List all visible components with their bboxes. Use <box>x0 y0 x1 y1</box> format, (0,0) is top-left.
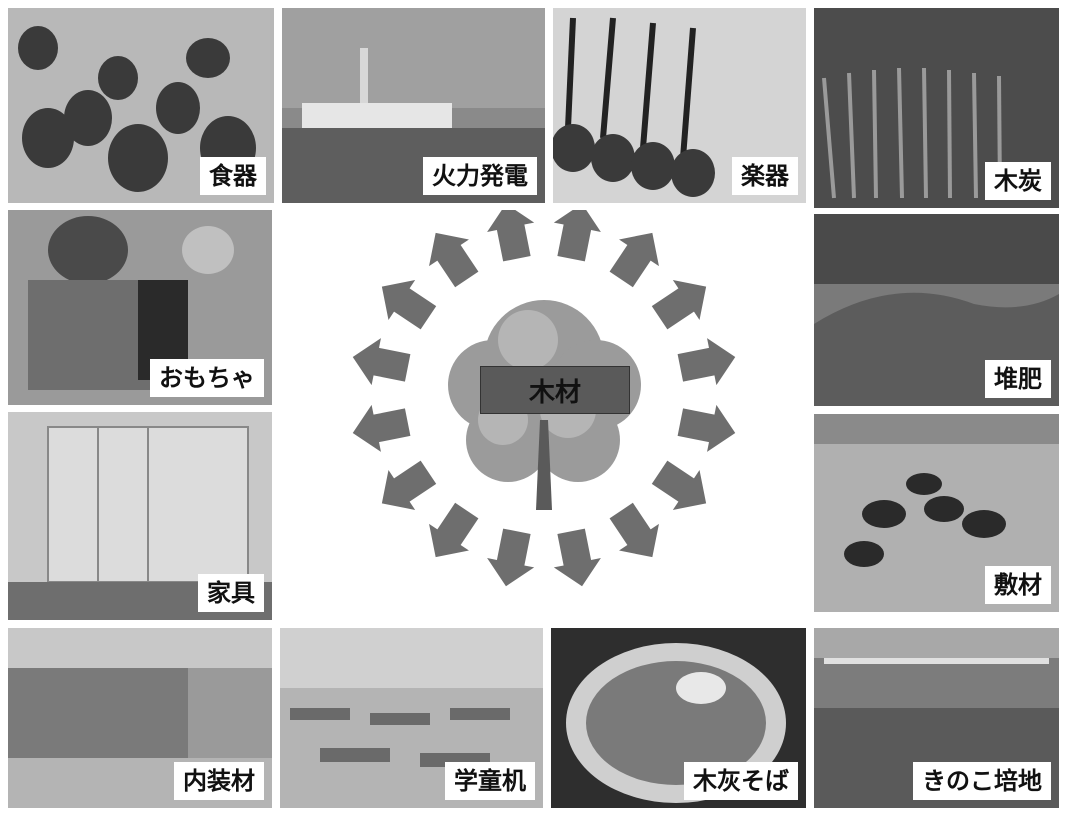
tree-icon <box>448 300 641 510</box>
tile-label: きのこ培地 <box>913 762 1051 800</box>
instrument-photo <box>553 8 806 203</box>
tile-mushroom: きのこ培地 <box>814 628 1059 808</box>
tile-interior: 内装材 <box>8 628 272 808</box>
tile-label: 木灰そば <box>684 762 798 800</box>
tile-compost: 堆肥 <box>814 214 1059 406</box>
arrow-icon <box>553 210 601 262</box>
center-diagram: 木材 <box>278 210 810 620</box>
arrow-icon <box>352 338 411 386</box>
tile-label: 堆肥 <box>985 360 1051 398</box>
arrow-icon <box>677 338 736 386</box>
center-label: 木材 <box>480 366 630 414</box>
arrow-icon <box>352 404 411 452</box>
desk-photo <box>280 628 543 808</box>
arrow-icon <box>381 280 437 330</box>
tile-label: 火力発電 <box>423 157 537 195</box>
furniture-photo <box>8 412 272 620</box>
tile-power: 火力発電 <box>282 8 545 203</box>
tile-label: 敷材 <box>985 566 1051 604</box>
tile-toy: おもちゃ <box>8 210 272 405</box>
arrow-icon <box>429 232 479 288</box>
arrow-icon <box>487 528 535 587</box>
tile-instrument: 楽器 <box>553 8 806 203</box>
arrow-icon <box>553 528 601 587</box>
tile-label: 家具 <box>198 574 264 612</box>
power-plant-photo <box>282 8 545 203</box>
tile-label: 学童机 <box>445 762 535 800</box>
tile-bedding: 敷材 <box>814 414 1059 612</box>
tile-soba: 木灰そば <box>551 628 806 808</box>
arrow-icon <box>381 460 437 510</box>
tile-label: 楽器 <box>732 157 798 195</box>
bedding-photo <box>814 414 1059 612</box>
arrow-icon <box>609 502 659 558</box>
arrow-icon <box>609 232 659 288</box>
arrow-icon <box>487 210 535 262</box>
tile-label: 木炭 <box>985 162 1051 200</box>
arrow-icon <box>651 280 707 330</box>
tile-charcoal: 木炭 <box>814 8 1059 208</box>
arrow-icon <box>677 404 736 452</box>
tile-label: おもちゃ <box>150 359 264 397</box>
arrow-icon <box>429 502 479 558</box>
arrow-ring <box>352 210 736 587</box>
tile-desk: 学童机 <box>280 628 543 808</box>
tile-tableware: 食器 <box>8 8 274 203</box>
arrow-icon <box>651 460 707 510</box>
tile-label: 食器 <box>200 157 266 195</box>
tile-furniture: 家具 <box>8 412 272 620</box>
tile-label: 内装材 <box>174 762 264 800</box>
